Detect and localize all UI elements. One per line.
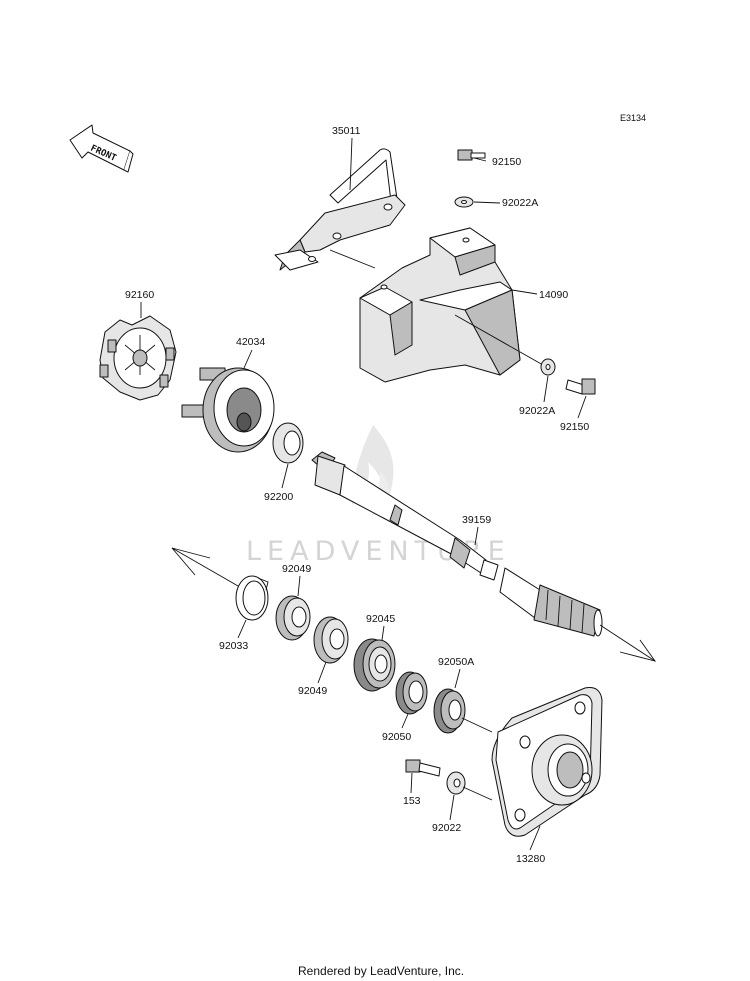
leader-line-35011-b — [329, 249, 376, 269]
circlip-92033 — [235, 575, 269, 621]
part-label-92049-lower: 92049 — [298, 685, 327, 697]
leader-line-92050A — [454, 668, 461, 689]
part-label-92022A-top: 92022A — [502, 197, 538, 209]
bracket-35011 — [274, 148, 406, 271]
leader-line-13280 — [529, 825, 541, 851]
part-label-153: 153 — [403, 795, 421, 807]
diagram-code: E3134 — [620, 113, 646, 123]
leader-line-92022 — [449, 794, 455, 821]
washer-92022 — [446, 771, 466, 795]
leader-line-92200 — [281, 463, 289, 489]
leader-line-92049-upper — [297, 575, 301, 597]
washer-92200 — [272, 422, 304, 464]
spacer-92049-lower — [313, 616, 349, 664]
leader-line-92022A-bottom — [543, 375, 549, 403]
leader-line-153 — [410, 772, 413, 794]
part-label-42034: 42034 — [236, 336, 265, 348]
leader-line-35011 — [349, 137, 353, 191]
shaft-39159 — [311, 451, 603, 637]
part-label-92022A-bottom: 92022A — [519, 405, 555, 417]
housing-13280 — [491, 687, 603, 837]
part-label-92022: 92022 — [432, 822, 461, 834]
leader-line-92150-bottom — [577, 395, 587, 419]
part-label-92045: 92045 — [366, 613, 395, 625]
part-label-92033: 92033 — [219, 640, 248, 652]
damper-92160 — [99, 315, 177, 401]
bearing-92045 — [353, 638, 396, 692]
leader-line-14090-b — [454, 314, 544, 366]
part-label-92050: 92050 — [382, 731, 411, 743]
spacer-92049-upper — [275, 595, 311, 641]
leader-line-92150-top — [473, 157, 487, 162]
leader-line-92050A-b — [461, 717, 493, 733]
part-label-14090: 14090 — [539, 289, 568, 301]
bearing-92050 — [395, 671, 428, 715]
cover-14090 — [359, 227, 521, 383]
leader-line-42034 — [243, 349, 253, 369]
part-label-13280: 13280 — [516, 853, 545, 865]
leader-line-92049-lower — [317, 661, 327, 684]
leader-line-92033 — [237, 619, 247, 639]
assembly-axis-line-left — [171, 547, 246, 591]
bolt-92150-top — [457, 149, 486, 161]
front-direction-arrow-icon: FRONT — [69, 124, 134, 173]
part-label-92150-top: 92150 — [492, 156, 521, 168]
footer-credit: Rendered by LeadVenture, Inc. — [298, 964, 464, 978]
leader-line-92045 — [381, 625, 385, 641]
leader-line-39159 — [474, 526, 479, 546]
part-label-92050A: 92050A — [438, 656, 474, 668]
leader-line-92022-b — [462, 786, 493, 801]
leader-line-92022A-top — [473, 201, 501, 204]
part-label-92049-upper: 92049 — [282, 563, 311, 575]
oil-seal-92050A — [433, 688, 466, 734]
bolt-92150-bottom — [565, 378, 596, 395]
part-label-39159: 39159 — [462, 514, 491, 526]
part-label-92160: 92160 — [125, 289, 154, 301]
part-label-92200: 92200 — [264, 491, 293, 503]
leader-line-92050 — [401, 713, 409, 729]
coupling-42034 — [181, 367, 275, 453]
part-label-35011: 35011 — [332, 125, 361, 137]
assembly-axis-line-right — [599, 624, 656, 662]
part-label-92150-bottom: 92150 — [560, 421, 589, 433]
leader-line-14090 — [511, 289, 538, 295]
bolt-153 — [405, 759, 441, 777]
